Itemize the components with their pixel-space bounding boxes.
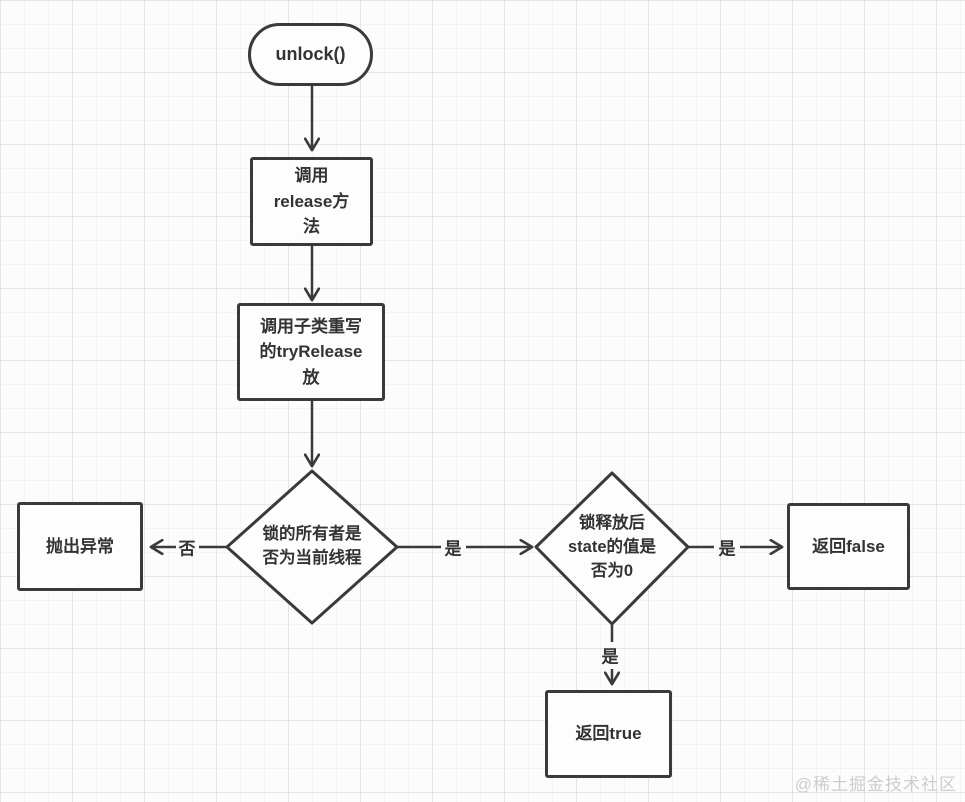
state-check-decision: 锁释放后 state的值是 否为0: [567, 514, 657, 580]
call-release-node: 调用 release方 法: [250, 157, 373, 246]
return-false-node: 返回false: [787, 503, 910, 590]
start-node-unlock: unlock(): [248, 23, 373, 86]
edge-label-no: 否: [178, 539, 196, 559]
throw-exception-node: 抛出异常: [17, 502, 143, 591]
owner-check-decision: 锁的所有者是 否为当前线程: [262, 525, 362, 567]
edge-label-yes-owner: 是: [444, 539, 462, 559]
edge-label-yes-state-down: 是: [601, 647, 619, 667]
return-true-node: 返回true: [545, 690, 672, 778]
edge-label-yes-state-right: 是: [718, 539, 736, 559]
try-release-node: 调用子类重写 的tryRelease 放: [237, 303, 385, 401]
watermark: @稀土掘金技术社区: [794, 775, 957, 794]
